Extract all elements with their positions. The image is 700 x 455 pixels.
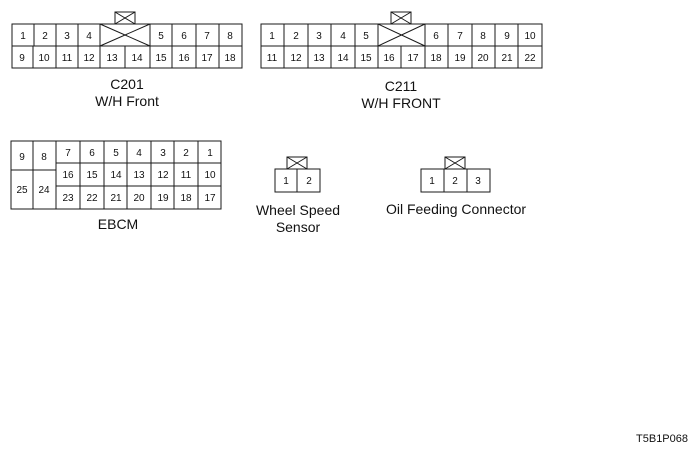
c211-lock-tab [390,11,412,25]
ebcm-pin: 2 [183,148,189,159]
c201-pin: 1 [20,31,26,42]
connector-c201: 1 2 3 4 5 6 7 8 9 10 11 12 13 14 15 16 1… [11,11,243,109]
c201-lock-tab [114,11,136,25]
wheel-speed-pin-labels: 1 2 [283,176,312,187]
c211-pin: 19 [454,53,466,64]
c211-pin-labels: 1 2 3 4 5 6 7 8 9 10 11 12 13 14 15 16 1… [267,31,536,64]
connector-oil-feeding: 1 2 3 Oil Feeding Connector [386,156,526,217]
c201-subtitle: W/H Front [95,93,159,109]
c201-pin: 3 [64,31,70,42]
ebcm-pin: 9 [19,152,25,163]
ebcm-pin: 25 [16,185,28,196]
c201-pin: 15 [155,53,167,64]
c211-pin: 14 [337,53,349,64]
c211-pin: 12 [290,53,302,64]
connector-ebcm: 9 8 25 24 7 6 5 4 3 2 1 16 15 14 13 12 1… [10,140,222,232]
wheel-speed-name: Wheel Speed [256,202,340,218]
ebcm-pin: 12 [157,170,169,181]
oil-feeding-pin: 2 [452,176,458,187]
c201-name: C201 [110,76,144,92]
c211-pin: 7 [457,31,463,42]
ebcm-pin: 6 [89,148,95,159]
c211-pin: 2 [293,31,299,42]
connector-c211: 1 2 3 4 5 6 7 8 9 10 11 12 13 14 15 16 1… [260,11,543,111]
oil-feeding-pin-labels: 1 2 3 [429,176,481,187]
c211-pin: 15 [360,53,372,64]
c201-pin: 18 [224,53,236,64]
c211-pin: 5 [363,31,369,42]
c201-pin: 2 [42,31,48,42]
c201-pin: 9 [19,53,25,64]
c211-pin: 9 [504,31,510,42]
wheel-speed-pin: 1 [283,176,289,187]
c201-pin: 8 [227,31,233,42]
c211-pin: 1 [269,31,275,42]
c201-pin: 13 [106,53,118,64]
oil-feeding-lock-tab [444,156,466,170]
ebcm-pin: 20 [133,193,145,204]
c201-pin: 17 [201,53,213,64]
c211-name: C211 [385,78,418,94]
ebcm-pin: 7 [65,148,71,159]
ebcm-pin: 4 [136,148,142,159]
ebcm-pin: 16 [62,170,74,181]
ebcm-pin: 24 [38,185,50,196]
oil-feeding-pin: 1 [429,176,435,187]
c201-pin: 10 [38,53,50,64]
ebcm-pin: 15 [86,170,98,181]
ebcm-pin: 18 [180,193,192,204]
figure-code: T5B1P068 [636,433,688,445]
ebcm-pin: 10 [204,170,216,181]
ebcm-pin: 14 [110,170,122,181]
c211-pin: 16 [383,53,395,64]
ebcm-pin: 22 [86,193,98,204]
ebcm-pin: 3 [160,148,166,159]
c201-pin: 12 [83,53,95,64]
wheel-speed-body [274,168,321,193]
wheel-speed-pin: 2 [306,176,312,187]
ebcm-pin: 8 [41,152,47,163]
c201-pin: 11 [62,53,73,64]
c201-pin: 5 [158,31,164,42]
c211-body [260,23,543,69]
c211-pin: 13 [313,53,325,64]
c211-pin: 11 [267,53,278,64]
oil-feeding-body [420,168,491,193]
ebcm-pin-labels: 9 8 25 24 7 6 5 4 3 2 1 16 15 14 13 12 1… [16,148,216,204]
ebcm-pin: 19 [157,193,169,204]
c211-pin: 6 [433,31,439,42]
ebcm-name: EBCM [98,216,138,232]
c201-pin: 6 [181,31,187,42]
ebcm-pin: 21 [110,193,122,204]
c211-pin: 22 [524,53,536,64]
wheel-speed-name: Sensor [276,219,321,235]
c201-pin-labels: 1 2 3 4 5 6 7 8 9 10 11 12 13 14 15 16 1… [19,31,236,64]
ebcm-body [10,140,222,210]
c211-pin: 10 [524,31,536,42]
ebcm-pin: 17 [204,193,216,204]
c211-subtitle: W/H FRONT [361,95,441,111]
oil-feeding-name: Oil Feeding Connector [386,201,526,217]
c211-pin: 18 [430,53,442,64]
c201-pin: 7 [204,31,210,42]
c211-pin: 4 [340,31,346,42]
connector-wheel-speed-sensor: 1 2 Wheel Speed Sensor [256,156,340,235]
c201-body [11,23,243,69]
oil-feeding-pin: 3 [475,176,481,187]
c211-pin: 20 [477,53,489,64]
c201-pin: 16 [178,53,190,64]
c211-pin: 21 [501,53,513,64]
c211-pin: 3 [316,31,322,42]
c201-pin: 14 [131,53,143,64]
c201-pin: 4 [86,31,92,42]
ebcm-pin: 13 [133,170,145,181]
ebcm-pin: 11 [181,170,192,181]
ebcm-pin: 23 [62,193,74,204]
ebcm-pin: 5 [113,148,119,159]
c211-pin: 8 [480,31,486,42]
c211-pin: 17 [407,53,419,64]
ebcm-pin: 1 [207,148,213,159]
wheel-speed-lock-tab [286,156,308,170]
